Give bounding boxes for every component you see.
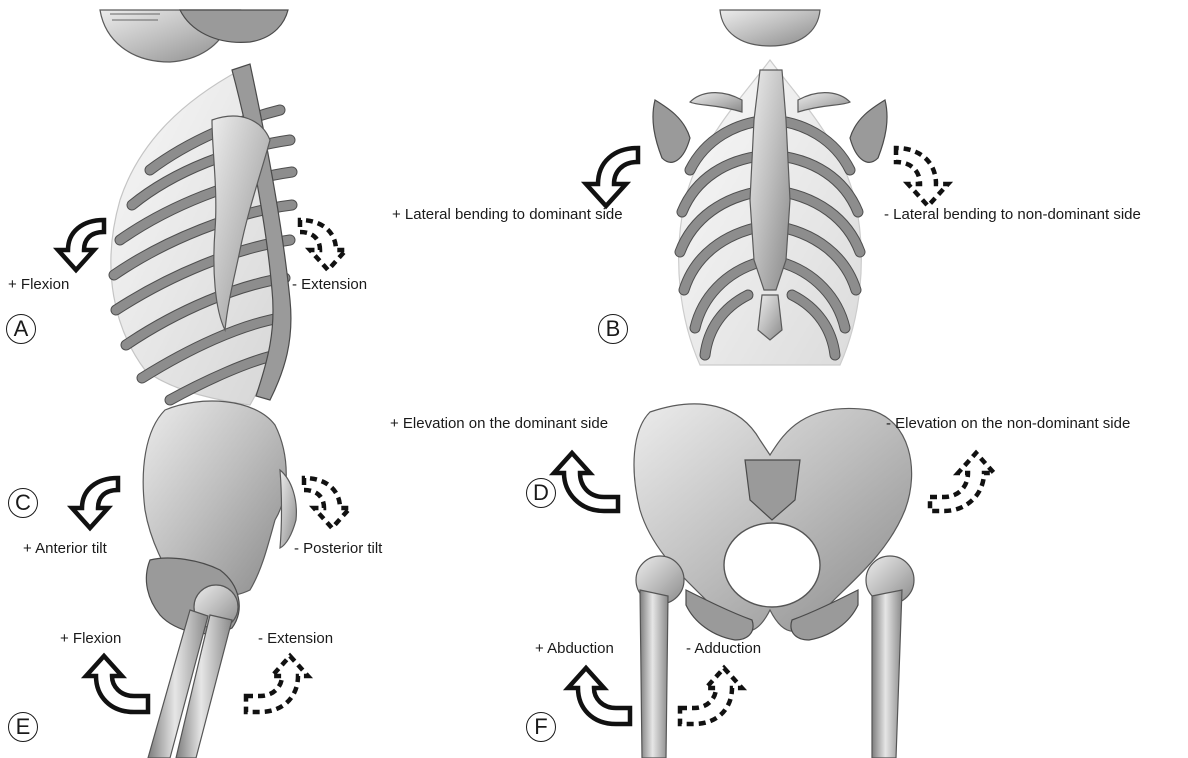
panel-badge-e: E [8,712,38,742]
extension-arrow-e [246,656,308,712]
anterior-rib-cage [653,60,887,365]
elevation-dominant-arrow [554,453,618,511]
label-a-extension: - Extension [292,276,367,294]
anterior-pelvis [634,404,912,640]
flexion-arrow-e [86,656,148,712]
abduction-arrow [568,668,630,724]
label-d-elevation-nondominant: - Elevation on the non-dominant side [886,415,1130,433]
panel-badge-a: A [6,314,36,344]
lateral-dominant-arrow [586,148,638,206]
label-e-flexion: + Flexion [60,630,121,648]
label-b-lateral-nondominant: - Lateral bending to non-dominant side [884,206,1141,224]
panel-badge-c: C [8,488,38,518]
panel-badge-d: D [526,478,556,508]
elevation-nondominant-arrow [930,453,994,511]
label-b-lateral-dominant: + Lateral bending to dominant side [392,206,623,224]
label-c-posterior-tilt: - Posterior tilt [294,540,382,558]
label-d-elevation-dominant: + Elevation on the dominant side [390,415,608,433]
label-a-flexion: + Flexion [8,276,69,294]
adduction-arrow [680,668,742,724]
label-f-abduction-negative: - Adduction [686,640,761,658]
anterior-tilt-arrow [72,478,118,528]
lateral-nondominant-arrow [896,148,948,206]
label-e-extension: - Extension [258,630,333,648]
posterior-tilt-arrow [304,478,350,528]
panel-badge-f: F [526,712,556,742]
flexion-arrow-a [58,220,104,270]
label-f-abduction-positive: + Abduction [535,640,614,658]
panel-badge-b: B [598,314,628,344]
lateral-rib-cage [111,64,292,405]
extension-arrow-a [300,220,346,270]
label-c-anterior-tilt: + Anterior tilt [23,540,107,558]
lateral-skull-jaw [100,10,288,62]
anterior-skull-jaw [720,10,820,46]
